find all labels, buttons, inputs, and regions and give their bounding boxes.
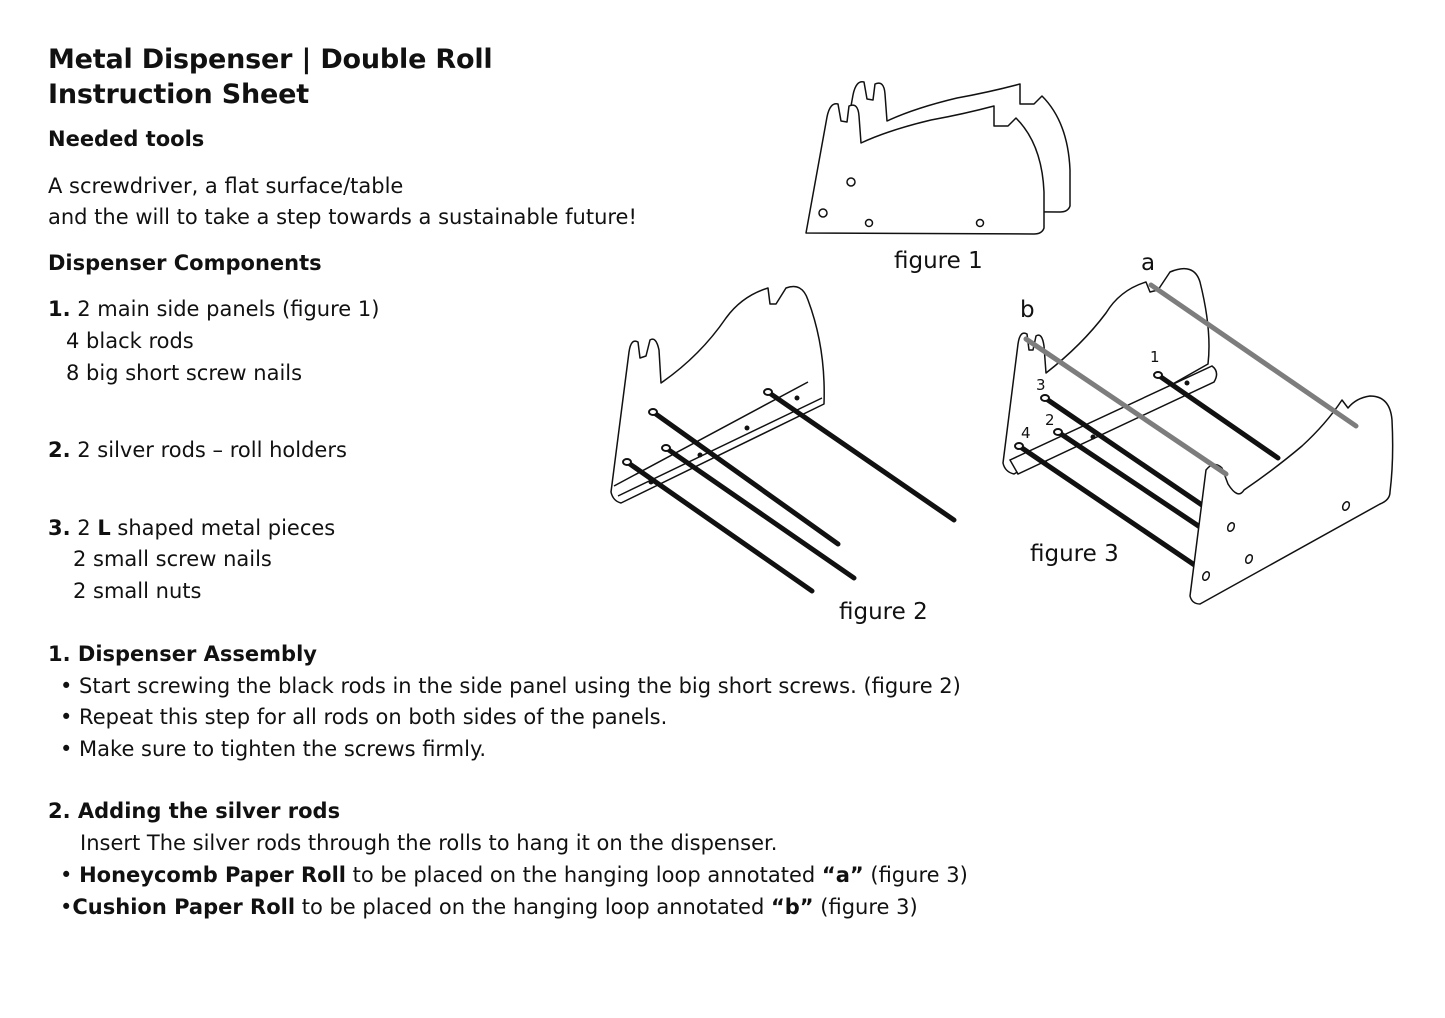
assembly-step-2: • Repeat this step for all rods on both … [60, 705, 668, 729]
black-rod-fig3-4 [1016, 443, 1199, 569]
rod-label-1: 1 [1150, 348, 1160, 366]
figure-3-full-dispenser [1002, 267, 1394, 605]
component-group-3-number: 3. [48, 516, 71, 540]
silver-bullet-b: •Cushion Paper Roll to be placed on the … [60, 895, 918, 919]
loop-b-label: b [1020, 297, 1035, 323]
figure-3-label: figure 3 [1030, 541, 1119, 567]
figure-2-label: figure 2 [839, 599, 928, 625]
black-rod-2 [650, 409, 841, 547]
assembly-heading: 1. Dispenser Assembly [48, 642, 317, 666]
component-group-2: 2. 2 silver rods – roll holders [48, 438, 347, 462]
side-panel-front [805, 103, 1045, 235]
loop-b-key: “b” [770, 895, 814, 919]
figure-1-side-panels [805, 81, 1071, 235]
page-title: Metal Dispenser | Double Roll [48, 44, 493, 75]
silver-rod-a [1148, 282, 1359, 429]
black-rod-4 [624, 459, 815, 594]
component-small-screws: 2 small screw nails [73, 547, 272, 571]
rod-label-3: 3 [1036, 376, 1046, 394]
component-group-1-text: 2 main side panels (figure 1) [70, 297, 380, 321]
figure-2-panel-with-rods [610, 285, 957, 594]
component-group-2-number: 2. [48, 438, 71, 462]
tools-line-1: A screwdriver, a flat surface/table [48, 174, 404, 198]
rod-label-2: 2 [1045, 411, 1055, 429]
assembly-step-3: • Make sure to tighten the screws firmly… [60, 737, 487, 761]
figure-1-label: figure 1 [894, 248, 983, 274]
page-subtitle: Instruction Sheet [48, 79, 309, 110]
component-group-2-text: 2 silver rods – roll holders [70, 438, 347, 462]
silver-rod-b [1023, 336, 1229, 477]
cushion-roll-label: Cushion Paper Roll [72, 895, 296, 919]
loop-a-key: “a” [821, 863, 864, 887]
component-group-3: 3. 2 L shaped metal pieces [48, 516, 336, 540]
black-rod-fig3-1 [1155, 372, 1281, 461]
components-heading: Dispenser Components [48, 251, 322, 275]
loop-a-label: a [1141, 250, 1156, 276]
black-rod-1 [765, 389, 957, 523]
black-rod-fig3-2 [1055, 429, 1203, 530]
rod-label-4: 4 [1021, 424, 1031, 442]
component-small-nuts: 2 small nuts [73, 579, 202, 603]
black-rod-fig3-3 [1042, 395, 1205, 508]
component-black-rods: 4 black rods [66, 329, 194, 353]
tools-heading: Needed tools [48, 127, 205, 151]
component-l-letter: L [97, 516, 111, 540]
figure-3-front-panel [1189, 395, 1394, 605]
component-big-screws: 8 big short screw nails [66, 361, 303, 385]
black-rod-3 [663, 445, 857, 581]
component-group-1-number: 1. [48, 297, 71, 321]
honeycomb-roll-label: Honeycomb Paper Roll [79, 863, 346, 887]
silver-bullet-a: • Honeycomb Paper Roll to be placed on t… [60, 863, 968, 887]
figure-3-back-base [1008, 365, 1218, 475]
silver-heading: 2. Adding the silver rods [48, 799, 341, 823]
tools-line-2: and the will to take a step towards a su… [48, 205, 637, 229]
figure-3-back-panel [1002, 267, 1210, 475]
assembly-step-1: • Start screwing the black rods in the s… [60, 674, 961, 698]
component-group-1: 1. 2 main side panels (figure 1) [48, 297, 379, 321]
silver-intro: Insert The silver rods through the rolls… [80, 831, 778, 855]
